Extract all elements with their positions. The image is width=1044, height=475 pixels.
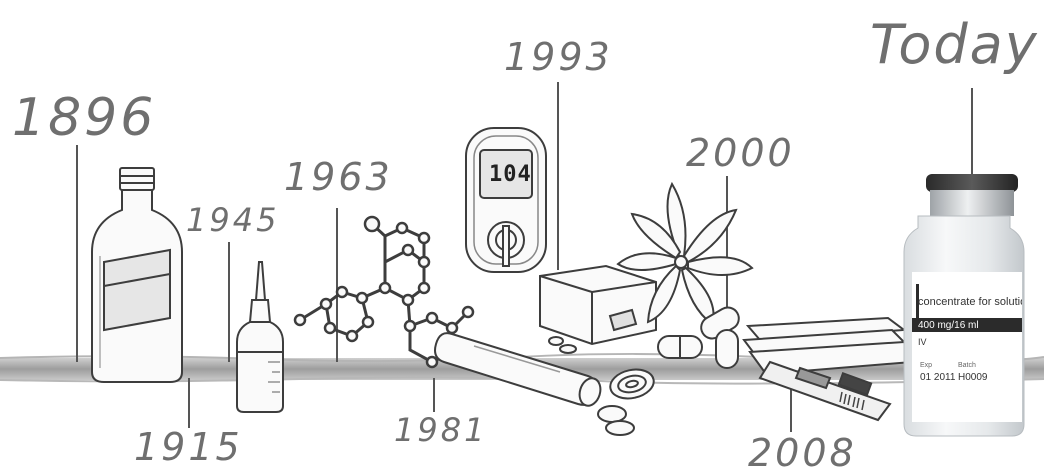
vial-label-batch-value: H0009	[958, 372, 988, 383]
glucose-meter-illustration	[465, 127, 547, 273]
vial-label-route: IV	[918, 337, 927, 347]
vial-label-exp-value: 01 2011	[920, 372, 956, 383]
year-label-1945: 1945	[186, 201, 280, 239]
year-label-1981: 1981	[394, 411, 488, 449]
dropper-bottle-illustration	[236, 261, 284, 413]
medication-vial-photo	[903, 174, 1025, 437]
year-label-1993: 1993	[504, 35, 613, 79]
test-strips-illustration	[742, 316, 914, 422]
year-label-today: Today	[870, 13, 1039, 76]
year-label-1896: 1896	[12, 88, 157, 148]
star-anise-illustration	[616, 181, 754, 369]
vial-label-batch-caption: Batch	[958, 362, 976, 369]
molecule-illustration	[293, 215, 477, 369]
pill-tube-illustration	[434, 332, 655, 436]
vial-label-exp-caption: Exp	[920, 362, 933, 369]
medicine-box-illustration	[539, 264, 657, 354]
year-label-2000: 2000	[686, 131, 795, 175]
vial-label-product: concentrate for solution fo	[918, 296, 1022, 308]
year-label-2008: 2008	[748, 431, 857, 475]
year-label-1915: 1915	[134, 425, 243, 469]
vial-label-dose: 400 mg/16 ml	[918, 320, 979, 331]
glucose-meter-reading: 104	[489, 162, 532, 187]
year-label-1963: 1963	[284, 155, 393, 199]
tonic-bottle-illustration	[91, 167, 183, 383]
